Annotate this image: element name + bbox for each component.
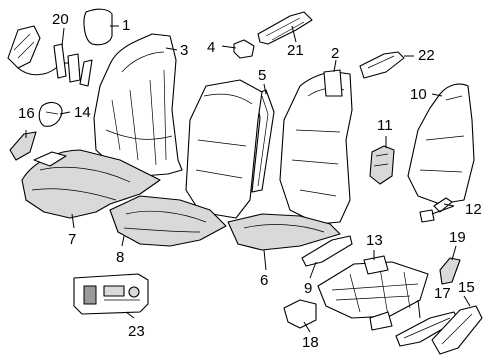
- callout-20: 20: [52, 11, 69, 28]
- part-14-handle: [38, 101, 63, 127]
- callout-6: 6: [260, 272, 268, 289]
- callout-1: 1: [122, 17, 130, 34]
- callout-9: 9: [304, 280, 312, 297]
- part-12-clips: [419, 197, 453, 223]
- callout-18: 18: [302, 334, 319, 351]
- callout-8: 8: [116, 249, 124, 266]
- callout-7: 7: [68, 231, 76, 248]
- callout-4: 4: [207, 39, 215, 56]
- part-7-seat-cushion: [21, 149, 161, 219]
- part-21-rail-bracket: [257, 11, 313, 45]
- part-11-side-module: [369, 145, 395, 185]
- part-18-cover: [283, 299, 317, 329]
- part-4-bracket: [233, 39, 255, 59]
- callout-21: 21: [287, 42, 304, 59]
- callouts: 1 2 3 4 5 6 7 8 9 10 11 12 13 14 15 16 1…: [18, 11, 482, 351]
- leader-lines: [25, 25, 471, 333]
- part-10-rear-shell: [407, 83, 475, 205]
- callout-11: 11: [377, 117, 393, 134]
- callout-22: 22: [418, 47, 435, 64]
- part-2-seatback-frame: [279, 69, 353, 225]
- callout-5: 5: [258, 67, 266, 84]
- part-3-seatback-cover: [93, 33, 183, 177]
- part-13-seat-adjuster: [317, 255, 429, 331]
- part-16-shield: [9, 131, 37, 161]
- part-6-seat-base-panel: [227, 213, 341, 251]
- callout-12: 12: [465, 201, 482, 218]
- part-9-rail-cover: [301, 235, 353, 267]
- callout-13: 13: [366, 232, 383, 249]
- callout-3: 3: [180, 42, 188, 59]
- part-8-seat-pad: [109, 195, 227, 247]
- part-23-control-module: [73, 273, 149, 315]
- callout-19: 19: [449, 229, 466, 246]
- part-19-cover: [439, 257, 461, 285]
- part-22-bracket: [359, 51, 405, 79]
- callout-2: 2: [331, 45, 339, 62]
- part-1-headrest-pad: [83, 8, 113, 46]
- callout-23: 23: [128, 323, 145, 340]
- part-seatback-panel: [185, 79, 263, 219]
- callout-15: 15: [458, 279, 475, 296]
- part-15-side-trim: [431, 305, 483, 355]
- callout-17: 17: [434, 285, 451, 302]
- callout-14: 14: [74, 104, 91, 121]
- part-5-side-trim: [251, 89, 275, 193]
- part-20-wiring-harness: [7, 25, 93, 87]
- callout-16: 16: [18, 105, 35, 122]
- callout-10: 10: [410, 86, 427, 103]
